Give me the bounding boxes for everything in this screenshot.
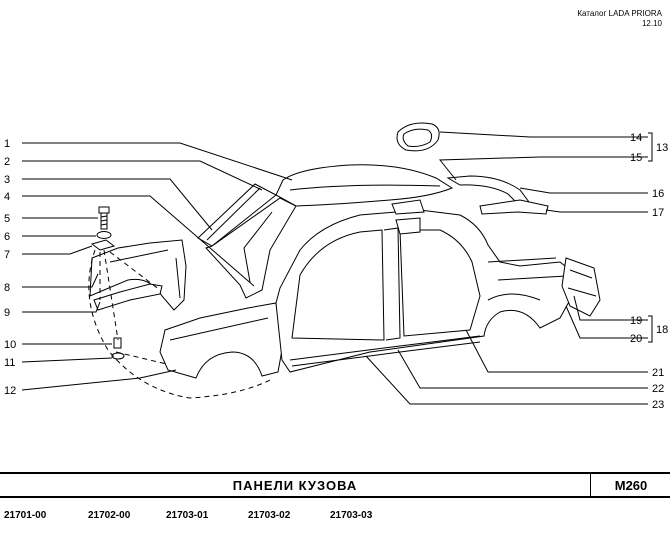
front-side-panel [159, 302, 283, 379]
callout-6: 6 [4, 231, 10, 243]
front-pillar [205, 197, 297, 299]
bolt-part-10 [113, 337, 122, 349]
leader-lines [21, 131, 653, 405]
callout-19: 19 [630, 315, 642, 327]
callout-16: 16 [652, 188, 664, 200]
bracket-part-7 [90, 239, 116, 251]
fuel-filler-flap [396, 122, 440, 152]
bolt-part-5 [98, 206, 110, 230]
body-side-panel [275, 209, 571, 373]
callout-17: 17 [652, 207, 664, 219]
catalog-header: Каталог LADA PRIORA [577, 9, 662, 18]
title-bar: ПАНЕЛИ КУЗОВА M260 [0, 472, 670, 498]
catalog-version: 12.10 [641, 19, 662, 28]
washer-part-6 [96, 231, 112, 239]
section-code-box: M260 [590, 474, 670, 496]
callout-20: 20 [630, 333, 642, 345]
model-code: 21703-02 [248, 510, 291, 521]
model-code: 21701-00 [4, 510, 47, 521]
callout-18: 18 [656, 324, 668, 336]
clip-part-11 [111, 352, 125, 360]
callout-12: 12 [4, 385, 16, 397]
callout-21: 21 [652, 367, 664, 379]
callout-8: 8 [4, 282, 10, 294]
assembly-lines [88, 249, 271, 399]
callout-11: 11 [4, 357, 15, 369]
roof-rails [391, 175, 549, 235]
callout-9: 9 [4, 307, 10, 319]
rear-panel [561, 257, 601, 317]
fender-liner [93, 283, 163, 311]
callout-23: 23 [652, 399, 664, 411]
callout-14: 14 [630, 132, 642, 144]
model-code: 21702-00 [88, 510, 131, 521]
callout-13: 13 [656, 142, 668, 154]
callout-15: 15 [630, 152, 642, 164]
model-list: 21701-00 21702-00 21703-01 21703-02 2170… [0, 510, 670, 526]
section-code: M260 [614, 478, 648, 493]
roof-panel [275, 164, 454, 207]
body-panels-drawing: 1 2 3 4 5 6 7 8 9 10 11 12 13 14 15 16 1… [4, 122, 668, 411]
callout-3: 3 [4, 174, 10, 186]
page-title: ПАНЕЛИ КУЗОВА [232, 478, 358, 493]
callout-5: 5 [4, 213, 10, 225]
callout-7: 7 [4, 249, 10, 261]
callout-4: 4 [4, 191, 10, 203]
model-code: 21703-03 [330, 510, 373, 521]
callout-22: 22 [652, 383, 664, 395]
callout-10: 10 [4, 339, 16, 351]
callout-2: 2 [4, 156, 10, 168]
model-code: 21703-01 [166, 510, 209, 521]
callout-1: 1 [4, 138, 10, 150]
